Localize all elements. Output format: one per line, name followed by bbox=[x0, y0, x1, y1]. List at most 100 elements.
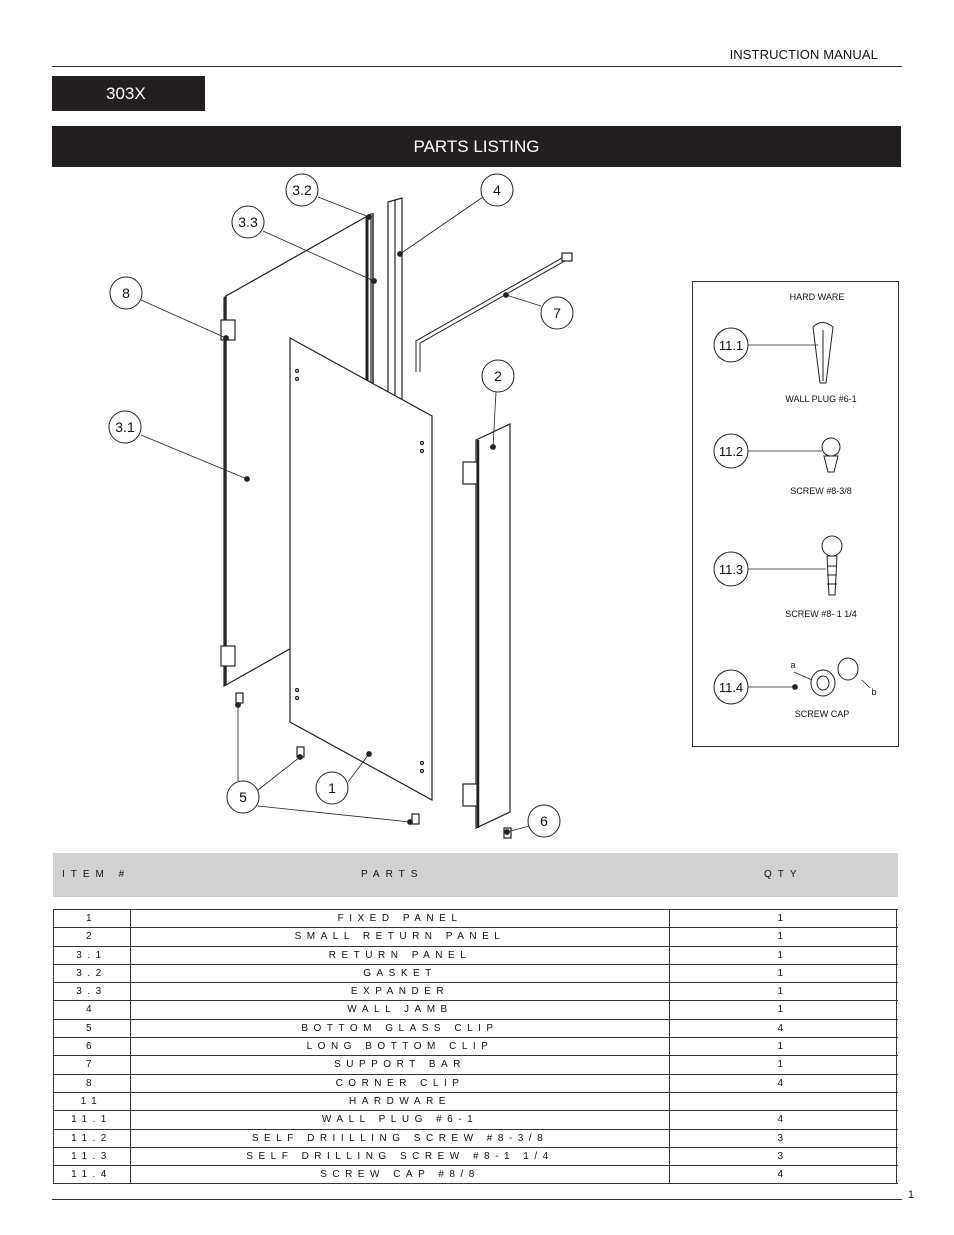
callout-6 bbox=[527, 804, 561, 838]
part-cell: SCREW CAP #8/8 bbox=[320, 1169, 480, 1181]
footer-divider bbox=[52, 1199, 902, 1200]
item-cell: 11 bbox=[80, 1095, 103, 1107]
part-cell: FIXED PANEL bbox=[337, 913, 463, 924]
qty-cell: 1 bbox=[777, 1059, 789, 1071]
small-return-panel-shape bbox=[475, 423, 511, 829]
qty-cell: 3 bbox=[777, 1132, 789, 1144]
part-cell: LONG BOTTOM CLIP bbox=[306, 1041, 494, 1053]
header-label: INSTRUCTION MANUAL bbox=[729, 47, 878, 62]
item-cell: 3.2 bbox=[76, 967, 107, 979]
callout-2 bbox=[481, 359, 515, 393]
model-badge: 303X bbox=[52, 76, 205, 111]
long-screw-icon bbox=[821, 535, 843, 557]
item-cell: 11.3 bbox=[71, 1150, 112, 1162]
section-banner: PARTS LISTING bbox=[52, 126, 901, 167]
hardware-box bbox=[692, 281, 899, 747]
item-cell: 7 bbox=[85, 1059, 98, 1071]
part-cell: SUPPORT BAR bbox=[334, 1059, 466, 1071]
table-body: 1 FIXED PANEL 1 2 SMALL RETURN PANEL 1 3.1 RETU… bbox=[53, 909, 898, 1185]
qty-cell: 1 bbox=[777, 1041, 789, 1053]
header-qty: QTY bbox=[764, 869, 803, 880]
qty-cell: 4 bbox=[777, 1022, 789, 1034]
hardware-label: WALL PLUG #6-1 bbox=[785, 394, 856, 404]
callout-label: 11.2 bbox=[719, 444, 743, 459]
item-cell: 3.1 bbox=[76, 949, 107, 961]
qty-cell: 4 bbox=[777, 1169, 789, 1181]
callout-label: 3.1 bbox=[115, 419, 135, 435]
qty-cell: 1 bbox=[777, 913, 789, 924]
qty-cell: 1 bbox=[777, 967, 789, 979]
header-parts: PARTS bbox=[361, 869, 424, 880]
qty-cell: 1 bbox=[777, 986, 789, 998]
page-number: 1 bbox=[907, 1189, 914, 1201]
table-row: 5 BOTTOM GLASS CLIP 4 bbox=[53, 1019, 898, 1039]
callout-label: 2 bbox=[494, 368, 502, 384]
short-screw-icon bbox=[821, 437, 841, 457]
header-item: ITEM # bbox=[62, 869, 131, 880]
callout-7 bbox=[540, 296, 574, 330]
callout-label: 3.2 bbox=[292, 182, 312, 198]
item-cell: 11.2 bbox=[71, 1132, 112, 1144]
hardware-diagram: HARD WARE WALL PLUG #6-1 SCREW #8-3/8 SC… bbox=[713, 292, 877, 719]
hardware-label: SCREW #8-3/8 bbox=[790, 486, 852, 496]
item-cell: 5 bbox=[85, 1022, 98, 1034]
part-cell: RETURN PANEL bbox=[328, 949, 472, 961]
callout-label: 11.1 bbox=[719, 338, 743, 353]
table-row: 3.2 GASKET 1 bbox=[53, 964, 898, 984]
hardware-label: SCREW #8- 1 1/4 bbox=[785, 609, 857, 619]
qty-cell: 4 bbox=[777, 1114, 789, 1126]
qty-cell: 1 bbox=[777, 949, 789, 961]
callout-label: 7 bbox=[553, 305, 561, 321]
cap-ring-icon bbox=[837, 657, 859, 681]
table-row: 1 FIXED PANEL 1 bbox=[53, 910, 898, 929]
part-cell: CORNER CLIP bbox=[335, 1077, 465, 1089]
callout-label: 11.3 bbox=[719, 562, 743, 577]
part-cell: HARDWARE bbox=[349, 1095, 451, 1107]
item-cell: 1 bbox=[85, 913, 98, 924]
callout-label: 3.3 bbox=[238, 214, 258, 230]
hardware-label: SCREW CAP bbox=[795, 709, 850, 719]
sub-label-b: b bbox=[871, 687, 876, 697]
callout-5 bbox=[226, 780, 260, 814]
part-cell: SMALL RETURN PANEL bbox=[294, 931, 506, 943]
exploded-diagram: 3.2 4 3.3 8 7 2 3.1 1 5 6 bbox=[108, 173, 574, 839]
table-row: 6 LONG BOTTOM CLIP 1 bbox=[53, 1038, 898, 1057]
item-cell: 4 bbox=[85, 1004, 98, 1016]
hardware-title: HARD WARE bbox=[790, 292, 845, 302]
part-cell: GASKET bbox=[363, 967, 437, 979]
item-cell: 6 bbox=[85, 1041, 98, 1053]
callout-label: 5 bbox=[239, 789, 247, 805]
part-cell: BOTTOM GLASS CLIP bbox=[301, 1022, 499, 1034]
part-cell: SELF DRILLING SCREW #8-1 1/4 bbox=[246, 1150, 554, 1162]
callout-8 bbox=[109, 276, 143, 310]
callout-label: 8 bbox=[122, 285, 130, 301]
item-cell: 11.1 bbox=[71, 1114, 112, 1126]
callout-3-3 bbox=[231, 205, 265, 239]
table-row: 3.1 RETURN PANEL 1 bbox=[53, 946, 898, 965]
callout-4 bbox=[480, 173, 514, 207]
callout-label: 4 bbox=[493, 182, 501, 198]
table-row: 8 CORNER CLIP 4 bbox=[53, 1074, 898, 1093]
callout-label: 6 bbox=[540, 813, 548, 829]
callout-label: 11.4 bbox=[719, 680, 743, 695]
callout-label: 1 bbox=[328, 780, 336, 796]
part-cell: WALL PLUG #6-1 bbox=[321, 1114, 479, 1126]
part-cell: SELF DRIILLING SCREW #8-3/8 bbox=[251, 1132, 549, 1144]
table-row: 11.1 WALL PLUG #6-1 4 bbox=[53, 1111, 898, 1130]
table-row: 7 SUPPORT BAR 1 bbox=[53, 1056, 898, 1075]
item-cell: 8 bbox=[85, 1077, 98, 1089]
item-cell: 2 bbox=[85, 931, 98, 943]
qty-cell: 4 bbox=[777, 1077, 789, 1089]
table-header: ITEM # PARTS QTY bbox=[53, 853, 898, 897]
part-cell: WALL JAMB bbox=[347, 1004, 453, 1016]
callout-1 bbox=[315, 771, 349, 805]
callout-3-1 bbox=[108, 410, 142, 444]
callout-3-2 bbox=[285, 173, 319, 207]
table-row: 11 HARDWARE bbox=[53, 1092, 898, 1112]
sub-label-a: a bbox=[790, 660, 795, 670]
header-divider bbox=[52, 66, 902, 67]
